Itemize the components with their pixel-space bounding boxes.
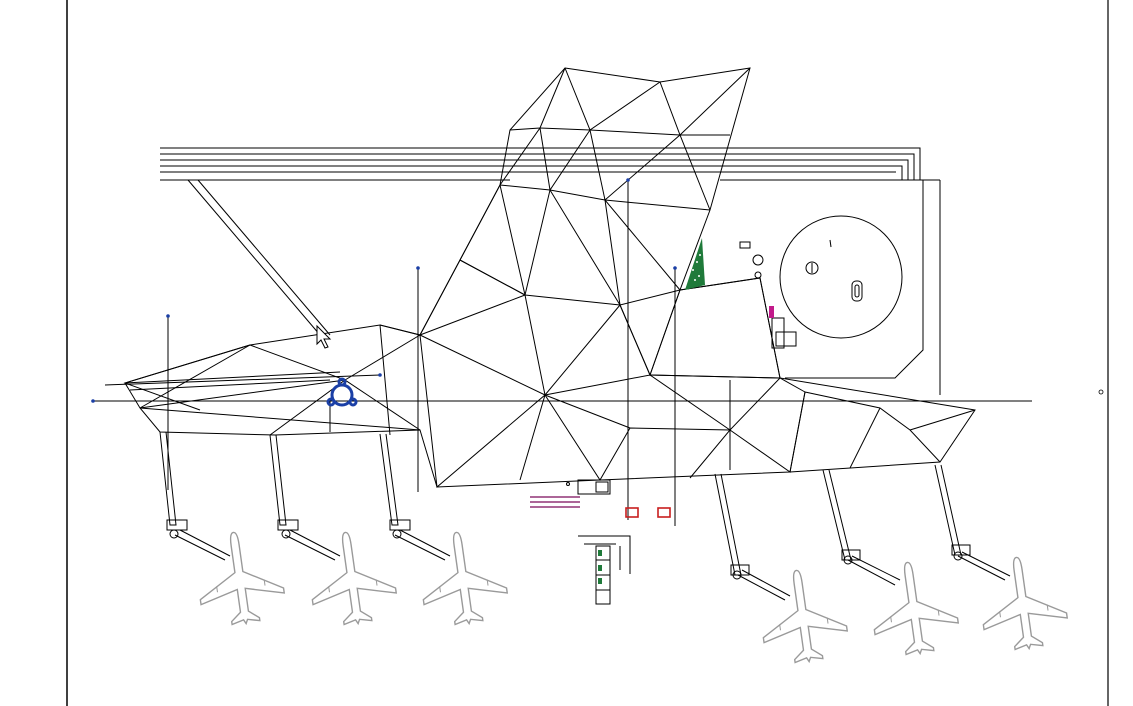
ucs-marker-icon[interactable] [326, 377, 358, 407]
annotation-lines [530, 496, 580, 508]
airplane-icon[interactable] [974, 550, 1072, 656]
airplane-icon[interactable] [414, 525, 512, 631]
center-details [566, 479, 631, 605]
airplane-icon[interactable] [303, 525, 401, 631]
center-vegetation [598, 550, 602, 584]
vegetation-dots [692, 254, 701, 281]
construction-lines [93, 180, 1032, 526]
airplane-icon[interactable] [191, 525, 289, 631]
jet-bridges [159, 431, 1011, 601]
terminal-building[interactable] [123, 67, 976, 488]
perimeter-roads [160, 147, 941, 395]
airplane-icon[interactable] [865, 555, 963, 661]
magenta-marker [769, 306, 774, 318]
edge-grip[interactable] [1098, 389, 1104, 395]
arrow-cursor-icon [316, 324, 332, 349]
red-markers [625, 507, 671, 518]
service-block [649, 277, 797, 379]
grip-points[interactable] [91, 178, 677, 403]
airplane-icon[interactable] [754, 563, 852, 669]
circular-apron [739, 215, 903, 339]
vegetation-patch [685, 238, 705, 290]
